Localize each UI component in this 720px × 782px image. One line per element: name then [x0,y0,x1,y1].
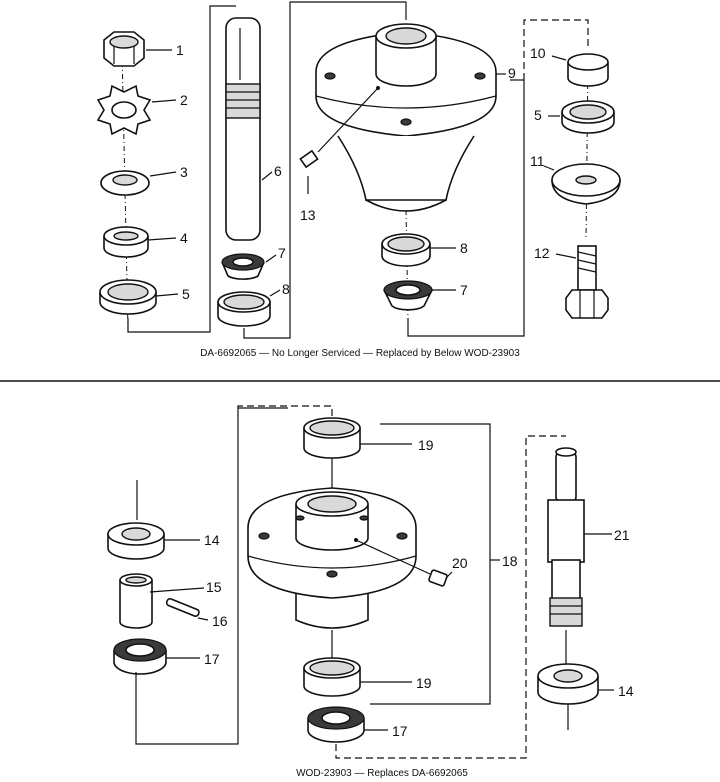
right-bearing-cup-part [561,100,615,134]
callout-16: 16 [212,613,228,629]
spindle-shaft-part [225,17,261,241]
star-washer-part [96,84,152,136]
lower-bearing-part [383,280,433,311]
callout-14-left: 14 [204,532,220,548]
callout-4: 4 [180,230,188,246]
sleeve-part [119,573,153,629]
callout-2: 2 [180,92,188,108]
bearing-race-part [217,291,271,327]
callout-7-lower: 7 [460,282,468,298]
callout-1: 1 [176,42,184,58]
callout-9: 9 [508,65,516,81]
callout-3: 3 [180,164,188,180]
callout-5-right: 5 [534,107,542,123]
spacer-part [103,226,149,258]
callout-15: 15 [206,579,222,595]
bottom-race-part [303,657,361,697]
spindle-shaft-new-part [547,447,585,627]
callout-17-left: 17 [204,651,220,667]
dished-washer-part [551,163,621,205]
spindle-housing-part [315,23,497,212]
callout-12: 12 [534,245,550,261]
callout-10: 10 [530,45,546,61]
bearing-cap-part [567,53,609,87]
cone-bearing-part [113,638,167,675]
bottom-bearing-part [307,706,365,743]
callout-8: 8 [282,281,290,297]
callout-19-lower: 19 [416,675,432,691]
callout-5: 5 [182,286,190,302]
callout-14-right: 14 [618,683,634,699]
flat-washer-part [100,170,150,196]
callout-21: 21 [614,527,630,543]
callout-20: 20 [452,555,468,571]
callout-13: 13 [300,207,316,223]
callout-18: 18 [502,553,518,569]
callout-7: 7 [278,245,286,261]
upper-race-part [303,417,361,459]
bearing-cup-part [99,279,157,315]
grease-fitting-part [299,149,319,169]
hex-nut-part [103,31,145,67]
callout-11: 11 [530,153,545,169]
tapered-bearing-part [221,253,265,280]
callout-17-lower: 17 [392,723,408,739]
callout-8-lower: 8 [460,240,468,256]
lower-race-part [381,233,431,267]
lower-seal-part [537,663,599,705]
hex-bolt-part [565,245,609,319]
callout-19-upper: 19 [418,437,434,453]
top-caption: DA-6692065 — No Longer Serviced — Replac… [200,348,520,359]
seal-part [107,522,165,560]
bottom-caption: WOD-23903 — Replaces DA-6692065 [296,768,468,779]
lube-fitting-part [428,569,448,587]
hub-housing-part [247,487,417,629]
callout-6: 6 [274,163,282,179]
roll-pin-part [165,597,200,617]
